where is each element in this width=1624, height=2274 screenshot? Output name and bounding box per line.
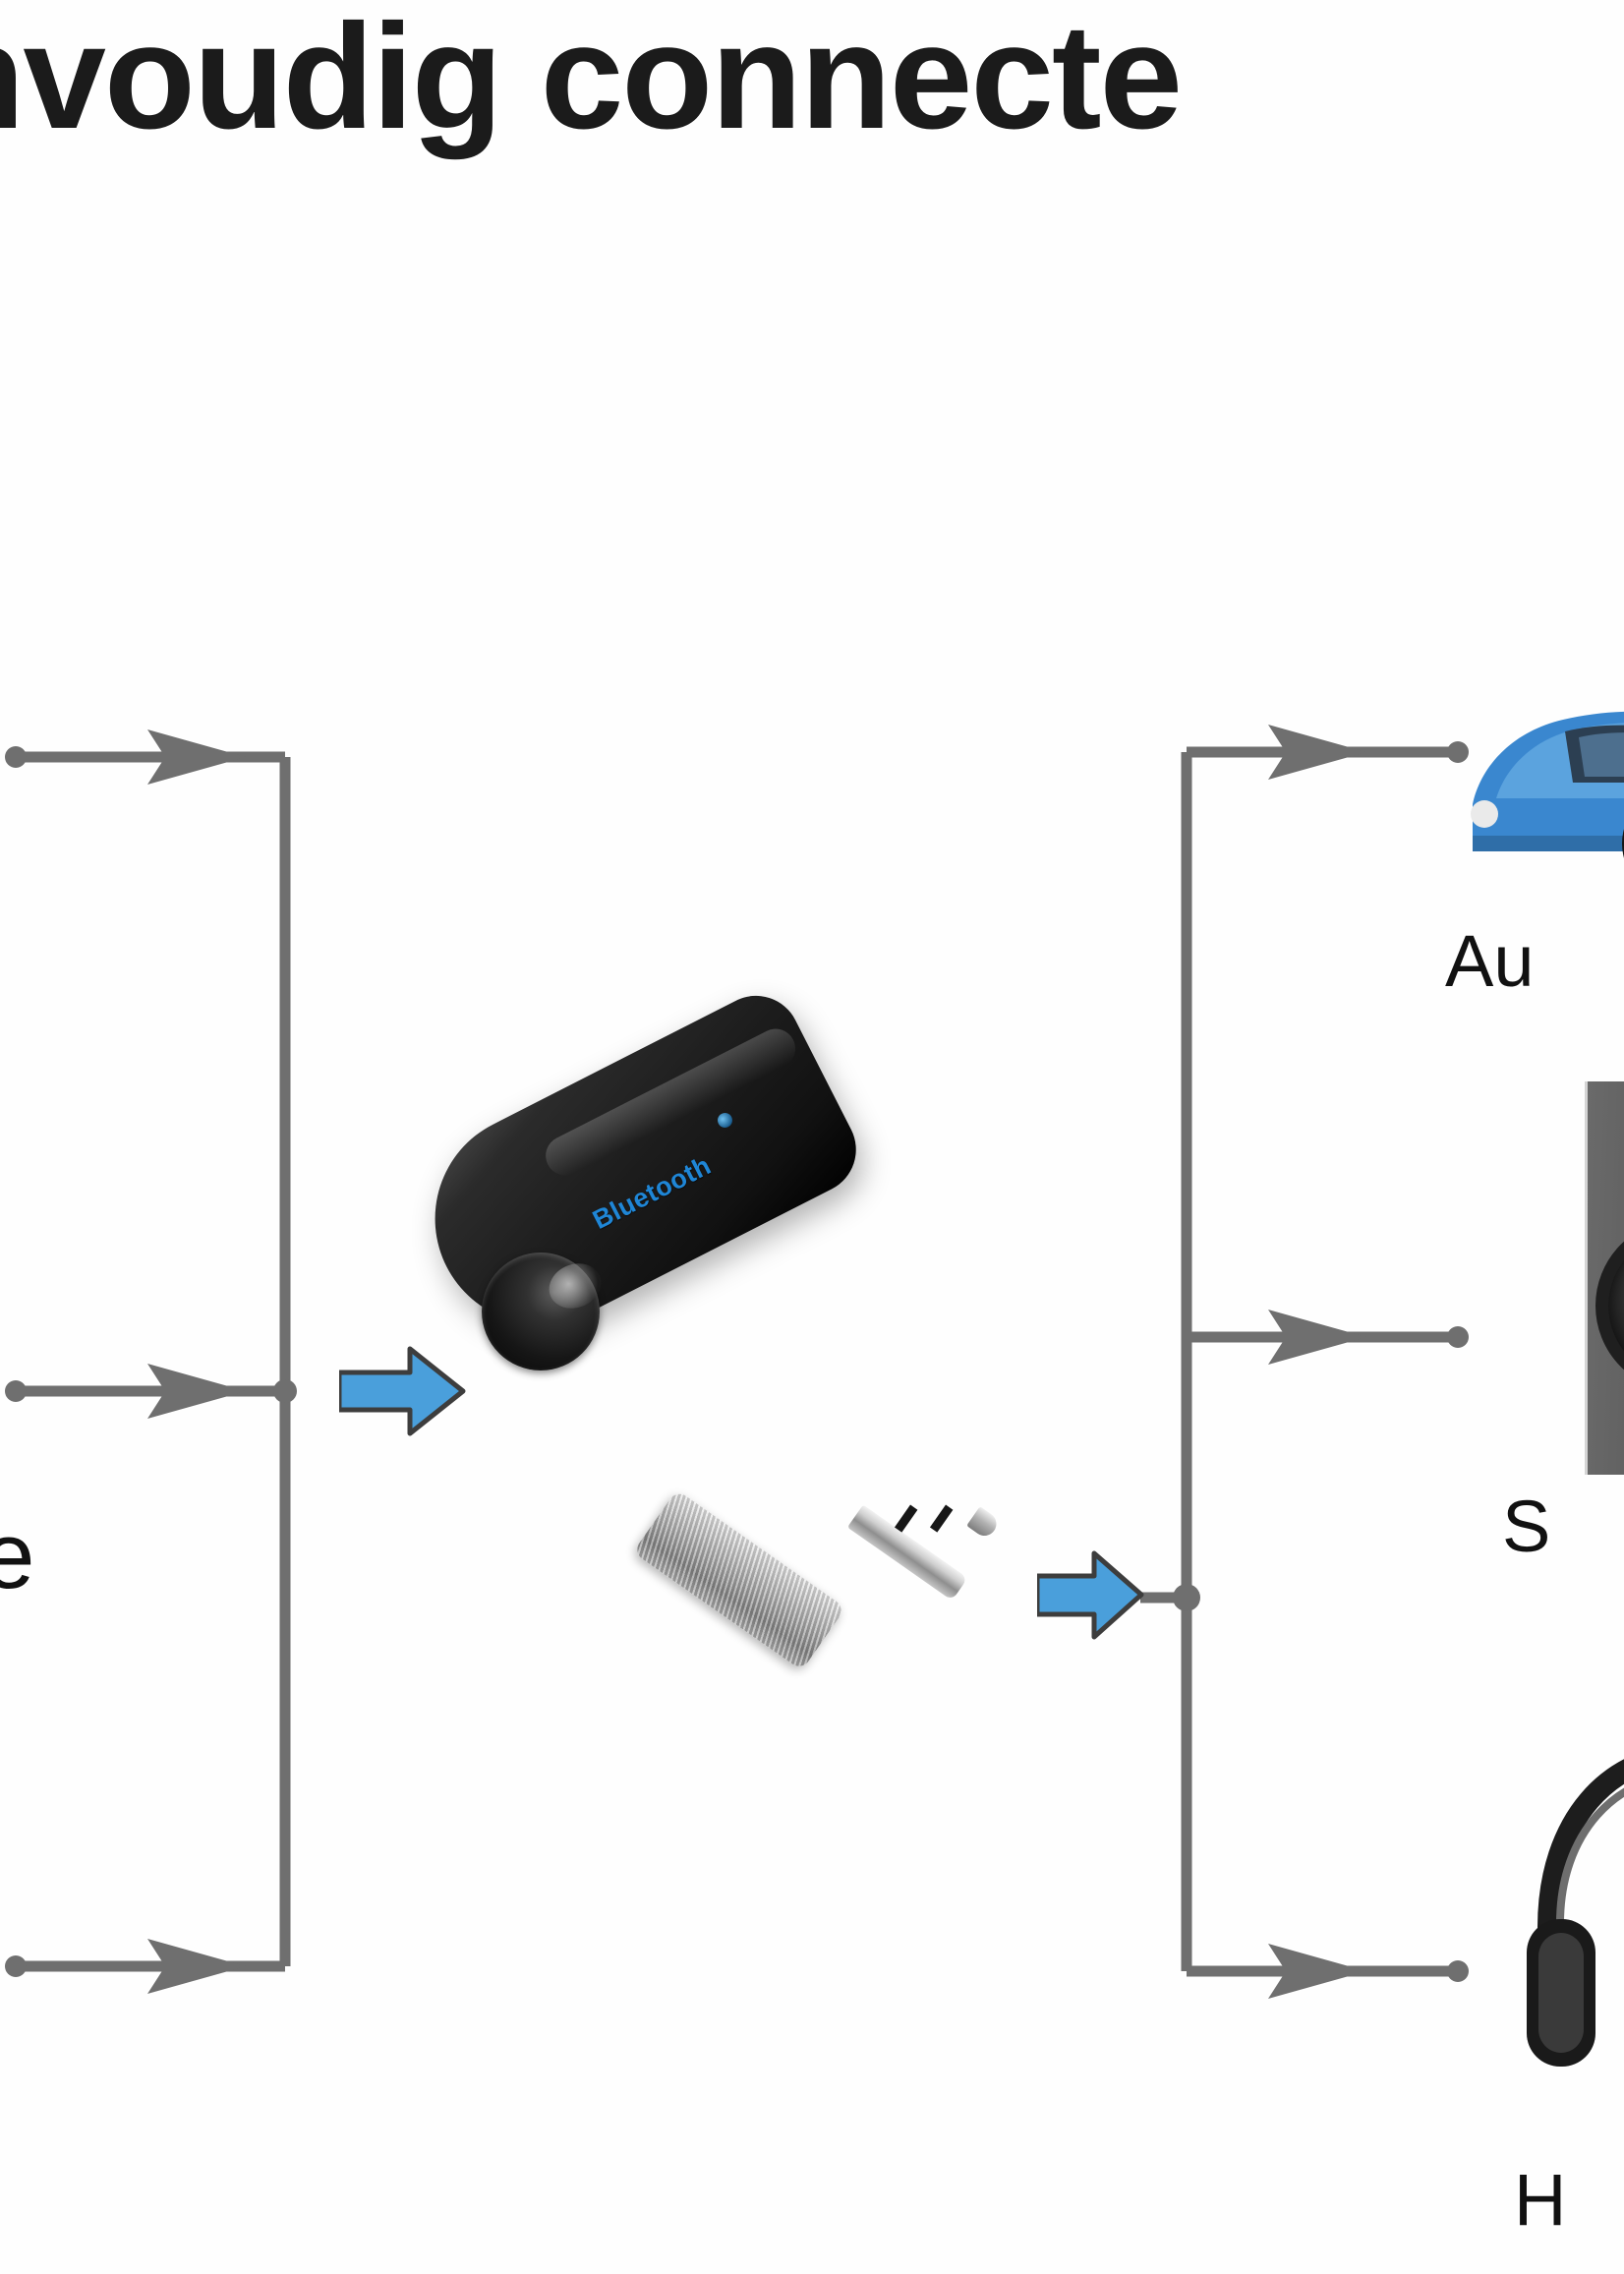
jack-ring-2 xyxy=(929,1504,954,1533)
blue-arrow-to-device xyxy=(339,1346,466,1436)
jack-barrel xyxy=(632,1489,846,1671)
car-label: Au xyxy=(1445,920,1535,1002)
page-title: envoudig connecte xyxy=(0,0,1183,160)
bluetooth-receiver-device: Bluetooth xyxy=(398,980,1150,1848)
left-label-fragment: e xyxy=(0,1503,35,1608)
jack-ring-1 xyxy=(894,1504,918,1533)
headphone-label: H xyxy=(1514,2159,1567,2241)
headphone-icon xyxy=(1519,1730,1624,2143)
branch-arrowheads xyxy=(147,725,1366,1999)
car-icon xyxy=(1455,688,1624,914)
speaker-icon xyxy=(1585,1081,1624,1475)
blue-arrow-to-outputs xyxy=(1037,1550,1144,1640)
jack-tip xyxy=(966,1506,1002,1541)
speaker-cone xyxy=(1595,1219,1624,1392)
speaker-label: S xyxy=(1502,1486,1551,1567)
